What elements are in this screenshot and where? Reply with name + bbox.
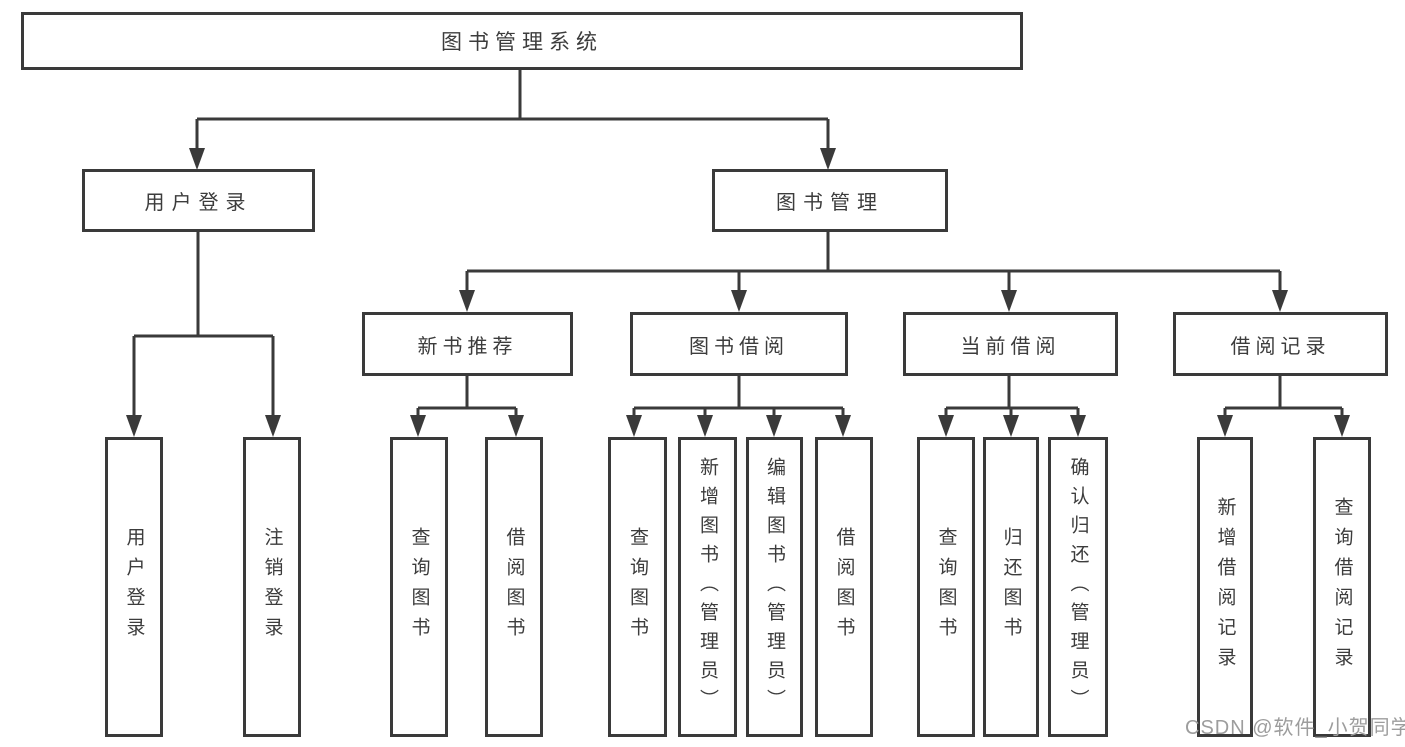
leaf-query-borrow-record: 查询借阅记录 [1313,437,1371,737]
node-borrowing-records: 借阅记录 [1173,312,1388,376]
arrowhead [766,415,782,437]
node-user-login: 用户登录 [82,169,315,232]
node-current-borrowing: 当前借阅 [903,312,1118,376]
leaf-add-borrow-record: 新增借阅记录 [1197,437,1253,737]
connector-bookmgmt-to-level3 [465,231,1282,292]
arrowhead [1003,415,1019,437]
arrowhead [126,415,142,437]
leaf-query-books-borrow: 查询图书 [608,437,667,737]
leaf-borrow-books-recommend: 借阅图书 [485,437,543,737]
leaf-borrow-books: 借阅图书 [815,437,873,737]
leaf-query-books-current: 查询图书 [917,437,975,737]
arrowhead [1070,415,1086,437]
csdn-watermark: CSDN @软件_小贺同学 [1185,717,1405,739]
arrowhead [626,415,642,437]
arrowhead [1334,415,1350,437]
connector-record-to-leaves [1223,376,1344,418]
arrowhead [508,415,524,437]
arrowhead [835,415,851,437]
leaf-edit-books-admin: 编辑图书（管理员） [746,437,803,737]
arrowhead [410,415,426,437]
connector-newbook-to-leaves [416,376,518,418]
leaf-query-books-recommend: 查询图书 [390,437,448,737]
arrowhead [731,290,747,312]
leaf-return-books: 归还图书 [983,437,1039,737]
arrowhead [189,148,205,170]
arrowhead [697,415,713,437]
node-book-management: 图书管理 [712,169,948,232]
node-book-borrowing: 图书借阅 [630,312,848,376]
arrowhead [1217,415,1233,437]
leaf-confirm-return-admin: 确认归还（管理员） [1048,437,1108,737]
leaf-user-login: 用户登录 [105,437,163,737]
arrowhead [1272,290,1288,312]
connector-current-to-leaves [944,376,1080,418]
connector-borrow-to-leaves [632,376,845,418]
arrowhead [820,148,836,170]
arrowhead [938,415,954,437]
arrowhead [459,290,475,312]
leaf-logout: 注销登录 [243,437,301,737]
arrowhead [265,415,281,437]
connector-root-to-level2 [195,68,830,150]
node-library-management-system: 图书管理系统 [21,12,1023,70]
connector-userlogin-to-leaves [132,231,275,417]
arrowhead [1001,290,1017,312]
node-new-book-recommend: 新书推荐 [362,312,573,376]
leaf-add-books-admin: 新增图书（管理员） [678,437,737,737]
